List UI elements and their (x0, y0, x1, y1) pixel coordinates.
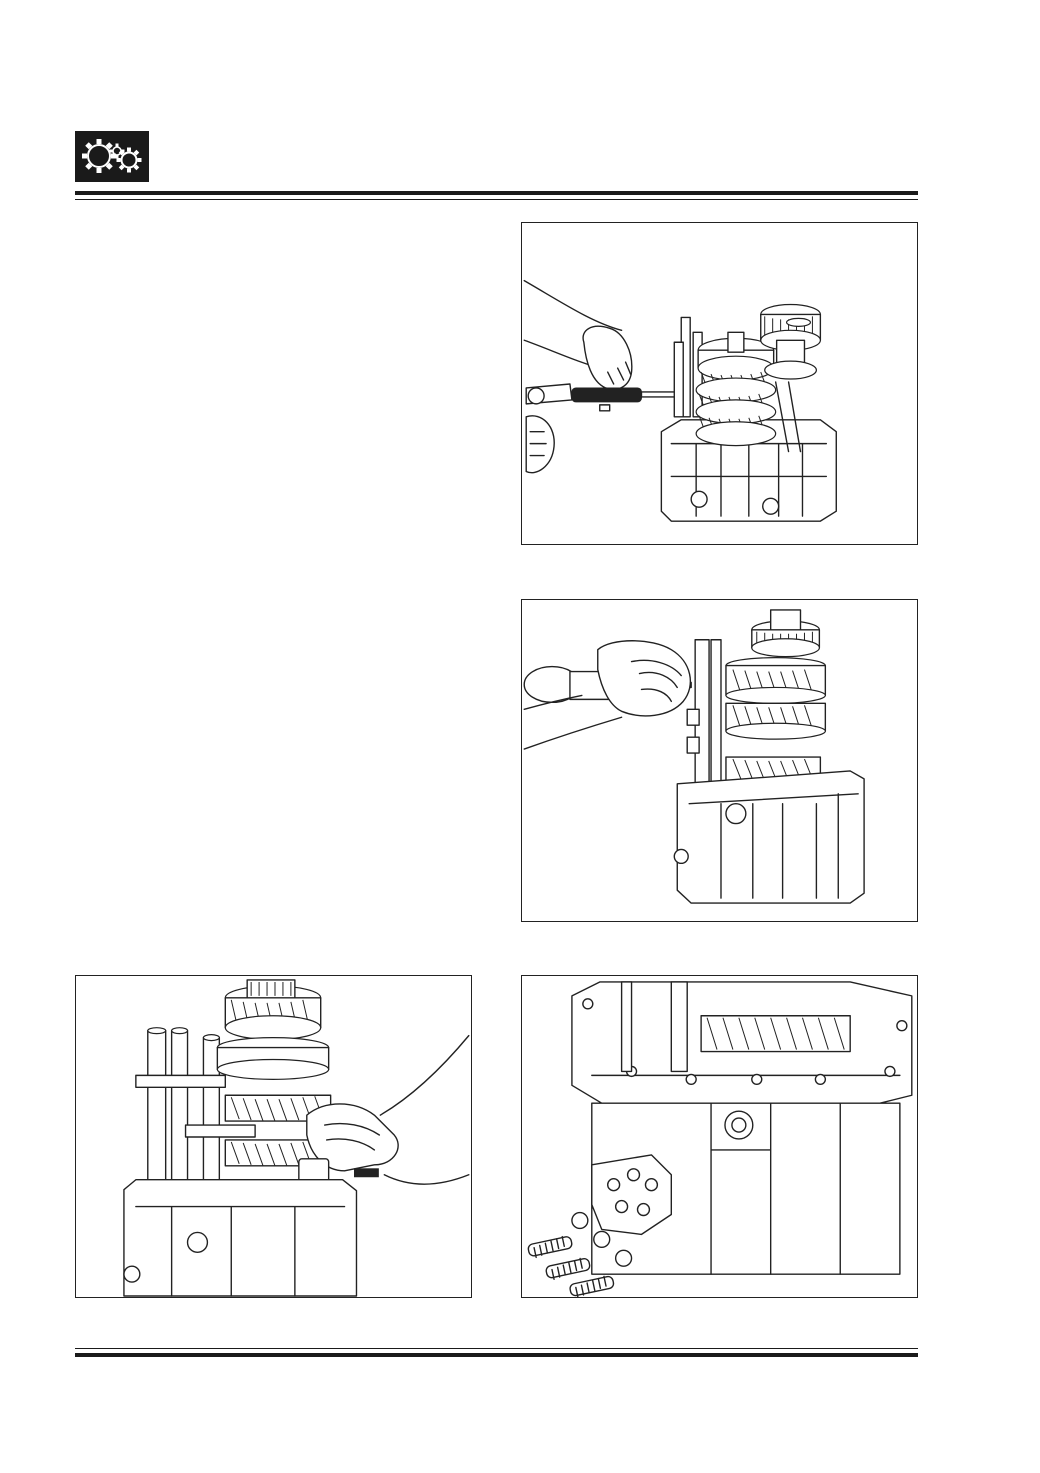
detent-spring-1 (527, 1235, 573, 1259)
figure-casing-detent-springs-and-balls (521, 975, 918, 1298)
screwdriver-illustration (523, 609, 865, 904)
header-rule-thin (75, 199, 918, 200)
ratchet-illustration (523, 279, 837, 522)
detent-spring-3 (569, 1275, 615, 1297)
figure-screwdriver-on-selector-rail (521, 599, 918, 922)
footer-rule-thick (75, 1353, 918, 1357)
figure-selector-shafts-and-gears (75, 975, 472, 1298)
footer-rule-thin (75, 1348, 918, 1349)
figure-ratchet-removing-bolt (521, 222, 918, 545)
header-rule-thick (75, 191, 918, 195)
detent-springs-illustration (527, 981, 913, 1297)
gears-icon (75, 131, 149, 182)
detent-spring-2 (545, 1257, 591, 1280)
selector-shafts-illustration (123, 979, 470, 1297)
